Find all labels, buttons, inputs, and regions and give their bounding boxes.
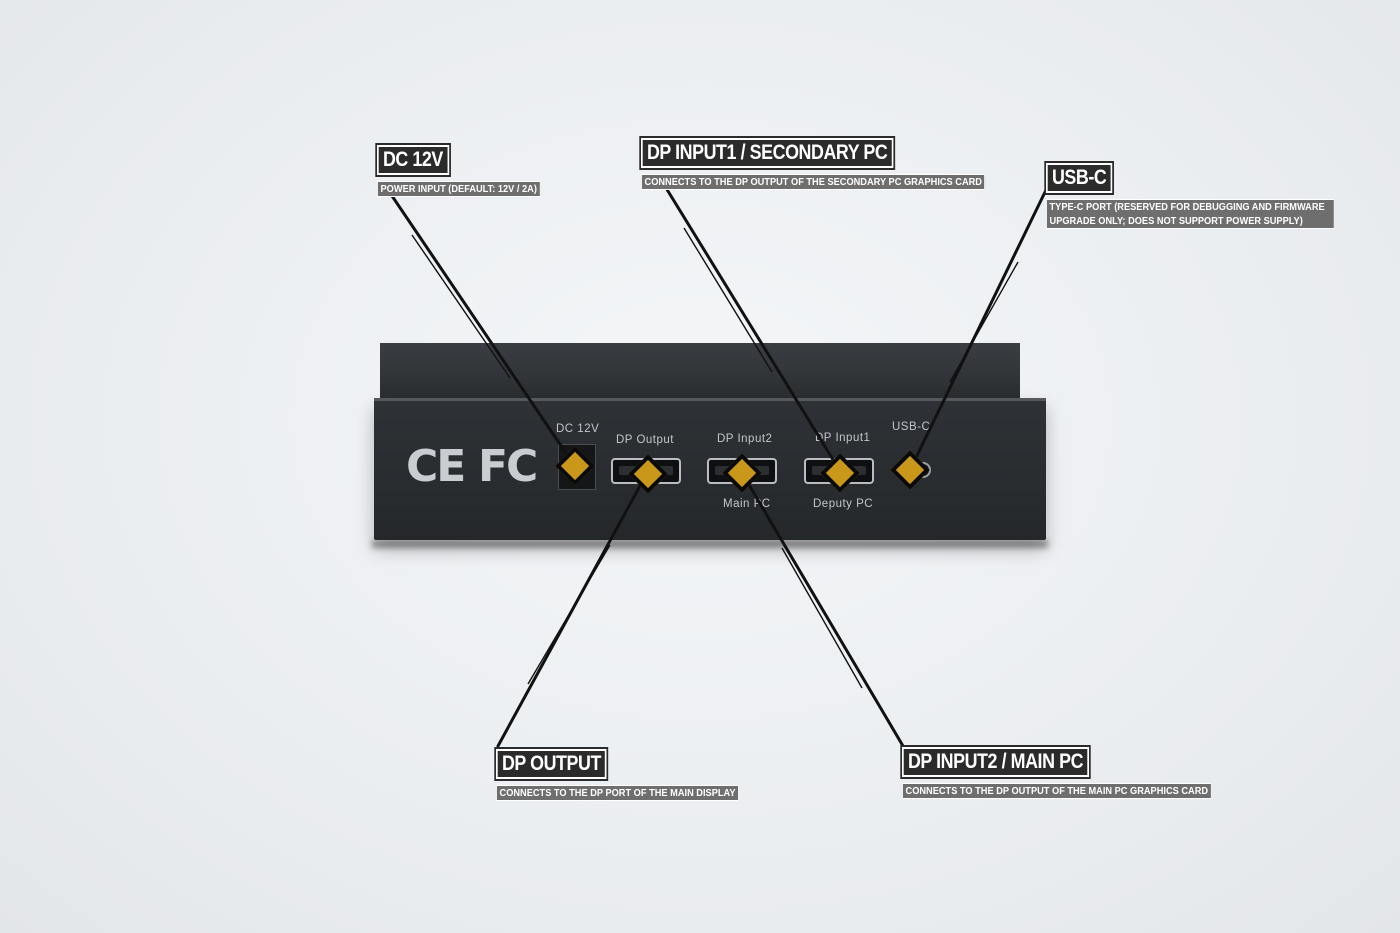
callout-title-dp-input1: DP INPUT1 / SECONDARY PC [639,136,896,170]
callout-desc-dp-output: CONNECTS TO THE DP PORT OF THE MAIN DISP… [496,785,740,801]
port-label-dp-input1: DP Input1 [815,432,871,444]
callout-desc-dp-input2: CONNECTS TO THE DP OUTPUT OF THE MAIN PC… [902,783,1212,799]
callout-dp-input1: DP INPUT1 / SECONDARY PC CONNECTS TO THE… [639,136,1032,190]
device-top-surface [380,343,1020,401]
port-label-dp-output: DP Output [616,434,674,446]
callout-usbc: USB-C TYPE-C PORT (RESERVED FOR DEBUGGIN… [1044,161,1374,229]
device-panel-edge [374,398,1046,401]
leader-shadow-dp-input2 [781,547,863,689]
callout-dp-output: DP OUTPUT CONNECTS TO THE DP PORT OF THE… [494,747,772,801]
callout-title-dc12v: DC 12V [375,143,451,177]
callout-desc-dp-input1: CONNECTS TO THE DP OUTPUT OF THE SECONDA… [641,174,986,190]
port-label-dp-input2: DP Input2 [717,433,773,445]
port-label-main-pc: Main PC [723,498,771,510]
port-label-usbc: USB-C [892,421,931,433]
port-label-deputy-pc: Deputy PC [813,498,874,510]
device-shadow [372,540,1048,548]
callout-desc-usbc: TYPE-C PORT (RESERVED FOR DEBUGGING AND … [1046,199,1335,229]
port-label-dc12v: DC 12V [556,423,600,435]
callout-title-dp-output: DP OUTPUT [494,747,609,781]
ce-mark: CE [406,441,466,492]
callout-dc12v: DC 12V POWER INPUT (DEFAULT: 12V / 2A) [375,143,563,197]
leader-shadow-dp-output [527,544,611,685]
callout-title-usbc: USB-C [1044,161,1115,195]
callout-dp-input2: DP INPUT2 / MAIN PC CONNECTS TO THE DP O… [900,745,1254,799]
callout-desc-dc12v: POWER INPUT (DEFAULT: 12V / 2A) [377,181,541,197]
fcc-mark: FC [478,441,538,492]
callout-title-dp-input2: DP INPUT2 / MAIN PC [900,745,1091,779]
